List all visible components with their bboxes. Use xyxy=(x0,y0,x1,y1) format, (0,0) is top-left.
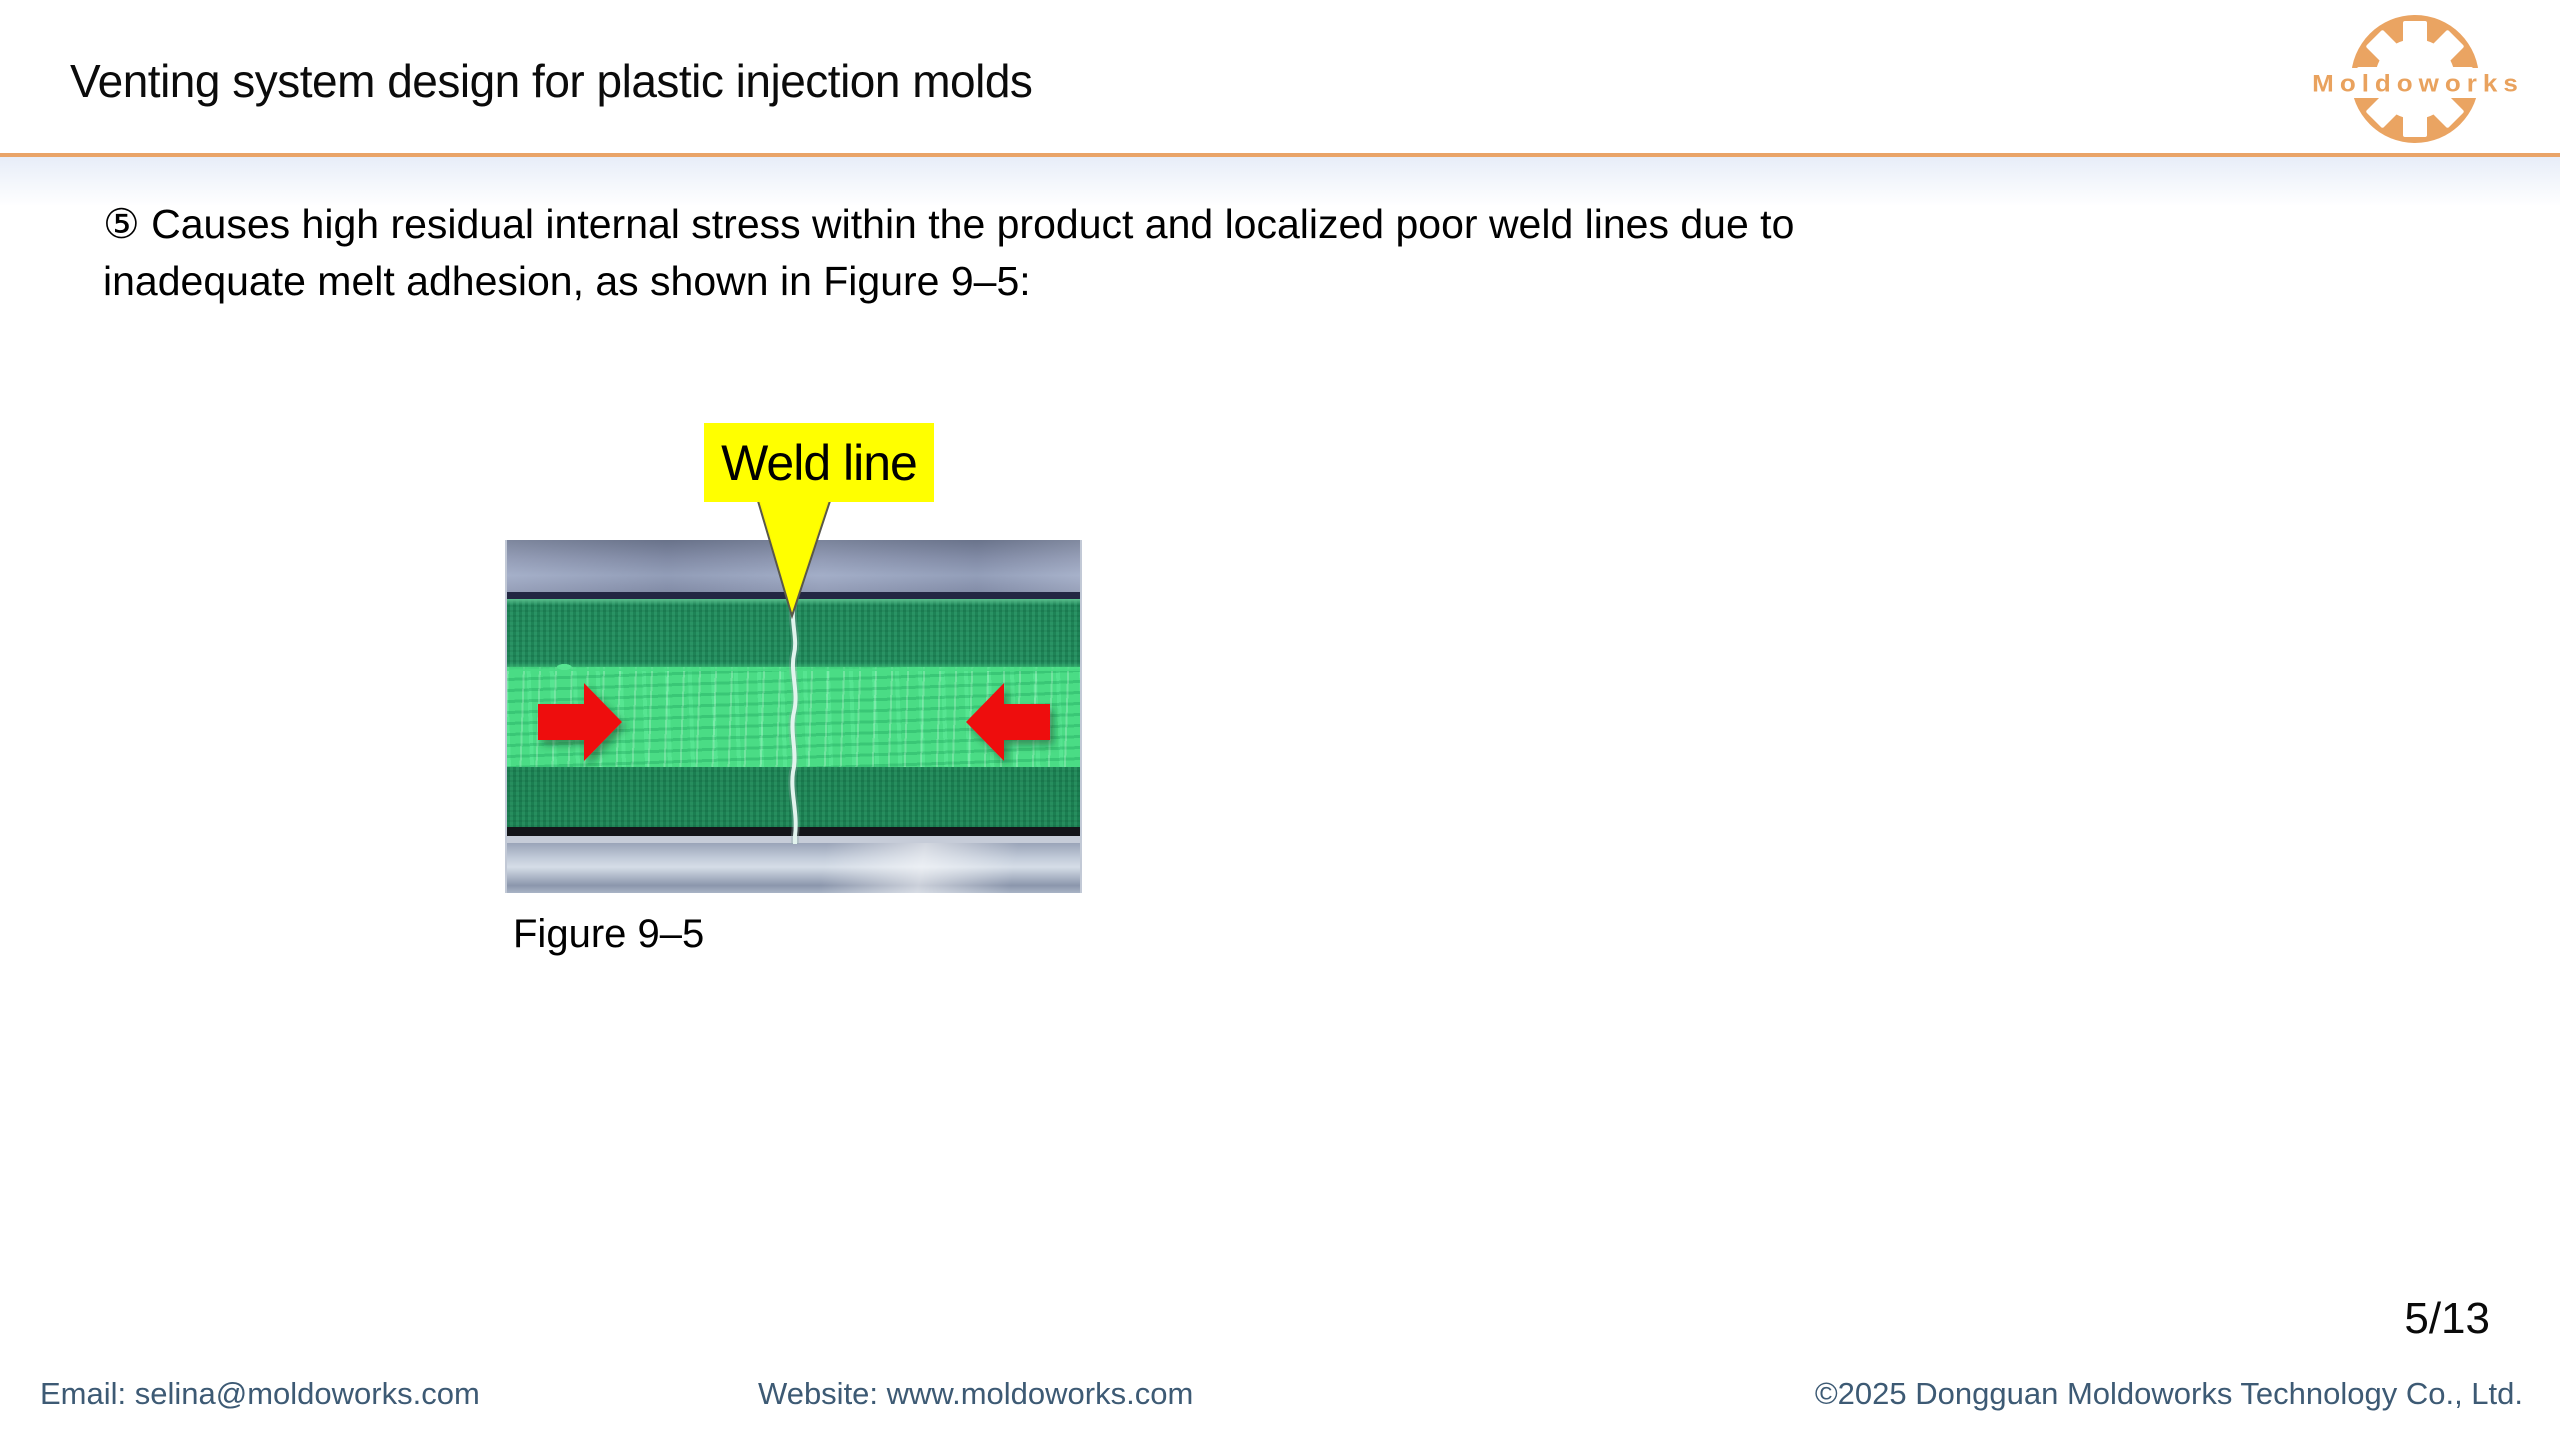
figure-caption: Figure 9–5 xyxy=(513,912,705,956)
page-number: 5/13 xyxy=(2404,1294,2490,1343)
gear-logo-icon xyxy=(2351,15,2479,143)
mold-wall-bottom xyxy=(507,843,1080,893)
weld-line-callout: Weld line xyxy=(704,423,934,502)
weld-line-callout-label: Weld line xyxy=(721,434,918,491)
callout-pointer-icon xyxy=(756,500,832,620)
flow-arrow-right-icon xyxy=(538,683,622,761)
brand-wordmark: Moldoworks xyxy=(2296,68,2540,98)
flow-arrow-left-icon xyxy=(966,683,1050,761)
body-paragraph: ⑤ Causes high residual internal stress w… xyxy=(103,196,1794,310)
header-divider xyxy=(0,153,2560,157)
footer-copyright: ©2025 Dongguan Moldoworks Technology Co.… xyxy=(1814,1376,2523,1411)
page-title: Venting system design for plastic inject… xyxy=(70,55,1033,107)
header-shadow-gradient xyxy=(0,157,2560,205)
photo-annotations xyxy=(538,599,1050,844)
brand-text: Moldoworks xyxy=(2312,68,2524,97)
weld-line-mark xyxy=(790,599,798,844)
paragraph-line-1: ⑤ Causes high residual internal stress w… xyxy=(103,201,1795,247)
footer-email: Email: selina@moldoworks.com xyxy=(40,1376,480,1411)
paragraph-line-2: inadequate melt adhesion, as shown in Fi… xyxy=(103,258,1031,304)
footer-website: Website: www.moldoworks.com xyxy=(758,1376,1194,1411)
